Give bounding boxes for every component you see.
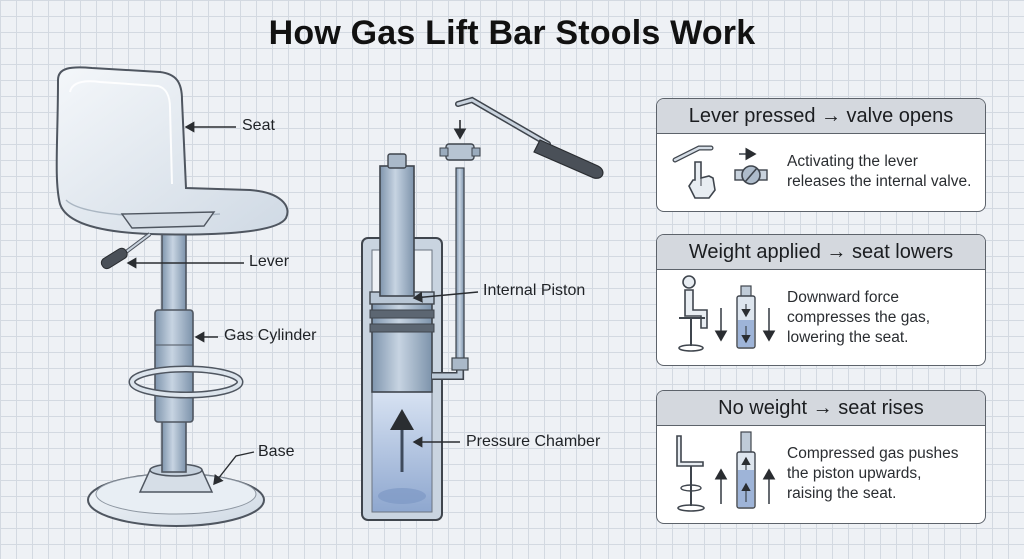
stool-column <box>154 231 194 473</box>
panel-description: Compressed gas pushes the piston upwards… <box>787 445 959 502</box>
internal-piston-pointer <box>412 291 479 303</box>
compressed-cylinder-icon <box>736 285 756 349</box>
panel-description: Activating the lever releases the intern… <box>787 153 972 190</box>
stool-base <box>87 463 265 527</box>
panel-description: Downward force compresses the gas, lower… <box>787 289 931 346</box>
stool-footrest <box>128 365 244 399</box>
base-pointer <box>213 451 255 486</box>
extended-cylinder-icon <box>736 431 756 509</box>
panel-heading: No weight → seat rises <box>657 391 985 426</box>
seated-person-compression-icons <box>678 275 776 352</box>
valve-icon <box>734 147 768 185</box>
gas-cylinder-label: Gas Cylinder <box>224 327 317 344</box>
pressure-chamber-label: Pressure Chamber <box>466 433 601 450</box>
base-label: Base <box>258 443 295 460</box>
panel-heading: Lever pressed → valve opens <box>657 99 985 134</box>
hand-lever-valve-icons <box>672 145 768 199</box>
cylinder-cutaway <box>361 96 604 521</box>
page-title: How Gas Lift Bar Stools Work <box>268 14 756 52</box>
panel-heading: Weight applied → seat lowers <box>657 235 985 270</box>
lever-icon <box>672 145 714 163</box>
panel-lever-pressed: Lever pressed → valve opens Activating t… <box>656 98 986 212</box>
stool-lever <box>100 232 152 270</box>
empty-stool-extension-icons <box>676 431 776 512</box>
panel-weight-applied: Weight applied → seat lowers Downward fo… <box>656 234 986 366</box>
stool-seat <box>55 66 289 236</box>
panel-no-weight: No weight → seat rises Compressed gas pu… <box>656 390 986 524</box>
empty-stool-icon <box>676 435 705 512</box>
internal-piston-label: Internal Piston <box>483 282 586 299</box>
seat-label: Seat <box>242 117 275 134</box>
hand-icon <box>688 161 716 199</box>
seated-person-icon <box>678 275 708 352</box>
lever-label: Lever <box>249 253 290 270</box>
